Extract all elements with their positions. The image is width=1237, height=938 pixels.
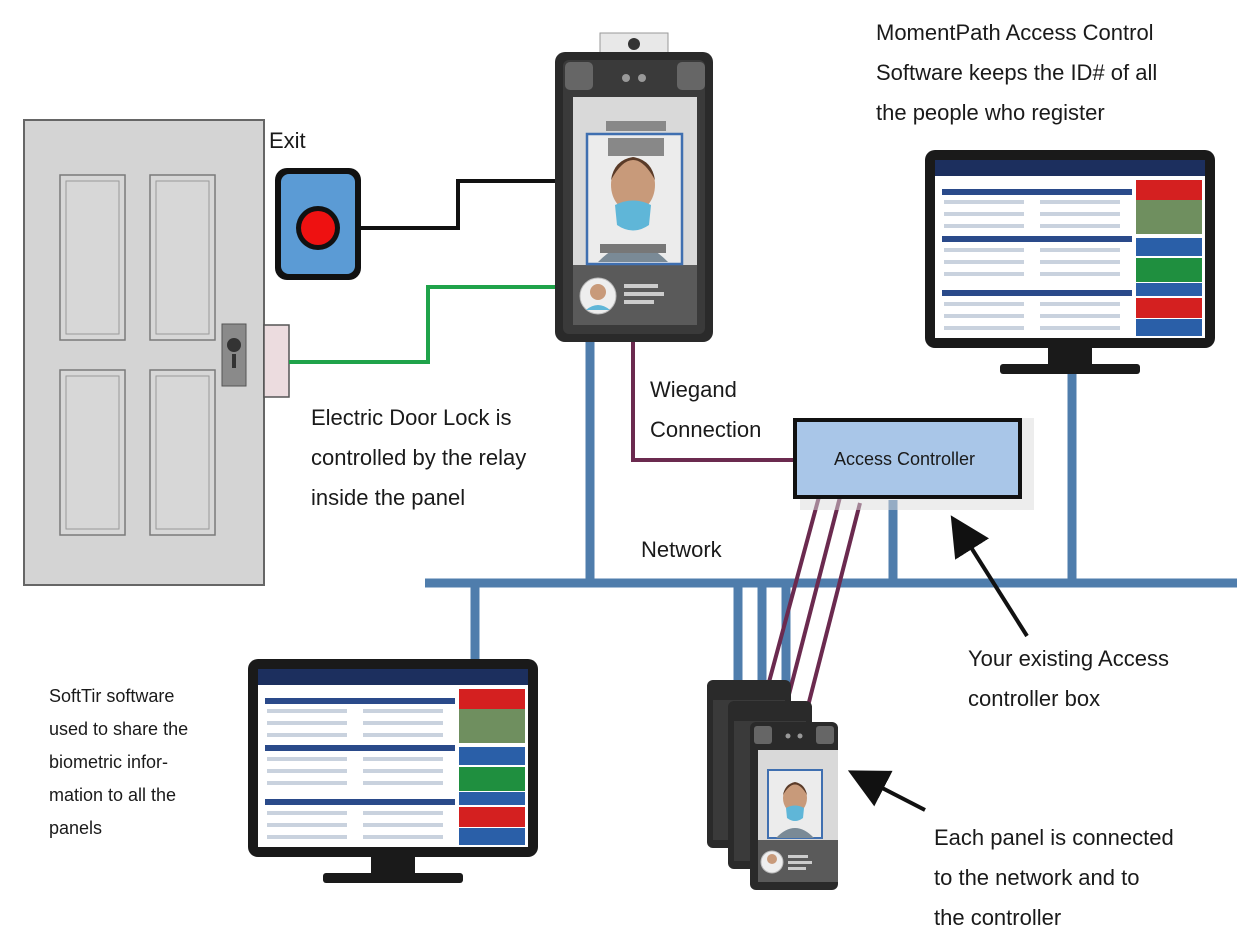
momentpath-caption-line: the people who register [876,100,1105,125]
network-lines [425,340,1237,720]
softtir-caption-line: mation to all the [49,785,177,805]
face-terminal-main [555,32,713,342]
existing-controller-caption-line: controller box [968,686,1101,711]
door-lock-caption-line: inside the panel [311,485,466,510]
softtir-caption-line: used to share the [49,719,189,739]
access-controller-box [793,418,1034,510]
each-panel-caption-line: to the network and to [934,865,1140,890]
network-label: Network [641,537,722,562]
softtir-caption-line: panels [49,818,103,838]
face-terminal-front [750,722,838,890]
monitor-softtir [248,659,538,883]
wiegand-label: Wiegand Connection [650,370,761,450]
momentpath-caption-line: MomentPath Access Control [876,20,1154,45]
existing-controller-caption-line: Your existing Access [968,646,1169,671]
momentpath-caption: MomentPath Access Control Software keeps… [876,13,1157,133]
lock-wire [289,285,556,364]
each-panel-caption: Each panel is connected to the network a… [934,818,1174,938]
door-lock-caption-line: controlled by the relay [311,445,527,470]
momentpath-caption-line: Software keeps the ID# of all [876,60,1158,85]
arrow-to-panels [847,770,926,812]
existing-controller-caption: Your existing Access controller box [968,639,1169,719]
access-controller-label: Access Controller [834,449,976,469]
softtir-caption-line: biometric infor- [49,752,169,772]
each-panel-caption-line: Each panel is connected [934,825,1174,850]
wiegand-label-line: Wiegand [650,377,737,402]
exit-wire [361,179,556,230]
door-lock-caption-line: Electric Door Lock is [311,405,512,430]
panel-stack [707,680,838,890]
each-panel-caption-line: the controller [934,905,1062,930]
arrow-to-controller [950,515,1029,638]
softtir-caption-line: SoftTir software [49,686,175,706]
wiegand-lines [631,342,862,709]
monitor-momentpath [925,150,1215,374]
electric-door-lock [263,324,290,398]
wiegand-label-line: Connection [650,417,762,442]
exit-label: Exit [269,128,306,153]
door-lock-caption: Electric Door Lock is controlled by the … [311,398,526,518]
softtir-caption: SoftTir software used to share the biome… [49,680,188,845]
door [23,119,265,586]
exit-button [275,168,361,280]
